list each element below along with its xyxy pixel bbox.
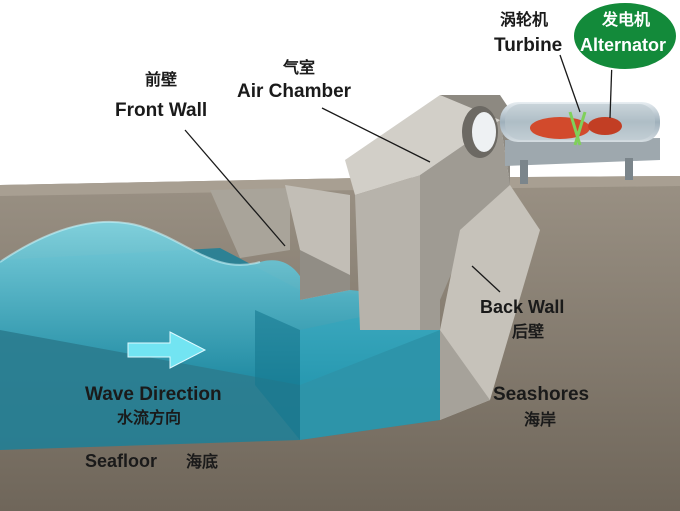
turbine-rotor — [530, 111, 622, 146]
back-wall-label-en: Back Wall — [480, 297, 565, 317]
front-wall-structure — [210, 185, 350, 300]
front-wall-label-en: Front Wall — [115, 100, 208, 121]
seashores-label-zh: 海岸 — [524, 410, 557, 429]
leader-lines — [184, 54, 613, 293]
wave-direction-label-en: Wave Direction — [85, 384, 222, 405]
air-chamber-leader — [321, 107, 431, 163]
back-wall-label-zh: 后壁 — [512, 322, 545, 341]
alternator-badge — [572, 1, 678, 71]
back-wall-leader — [471, 265, 501, 293]
turbine-leader — [559, 54, 581, 113]
seafloor-label-en: Seafloor — [85, 451, 158, 471]
air-chamber-structure — [345, 95, 540, 420]
front-wall-leader — [184, 129, 286, 247]
wave-direction-label-zh: 水流方向 — [117, 408, 182, 427]
turbine-label-en: Turbine — [494, 35, 563, 56]
water-body — [0, 220, 440, 450]
wave-direction-arrow — [127, 331, 207, 369]
front-wall-label-zh: 前壁 — [145, 70, 178, 89]
air-chamber-label-zh: 气室 — [283, 58, 316, 77]
air-chamber-label-en: Air Chamber — [237, 81, 352, 102]
seafloor-label-zh: 海底 — [186, 452, 219, 471]
seashores-label-en: Seashores — [493, 384, 590, 405]
turbine-label-zh: 涡轮机 — [500, 10, 549, 29]
alternator-label-zh: 发电机 — [601, 10, 650, 29]
alternator-label-en: Alternator — [580, 36, 667, 55]
